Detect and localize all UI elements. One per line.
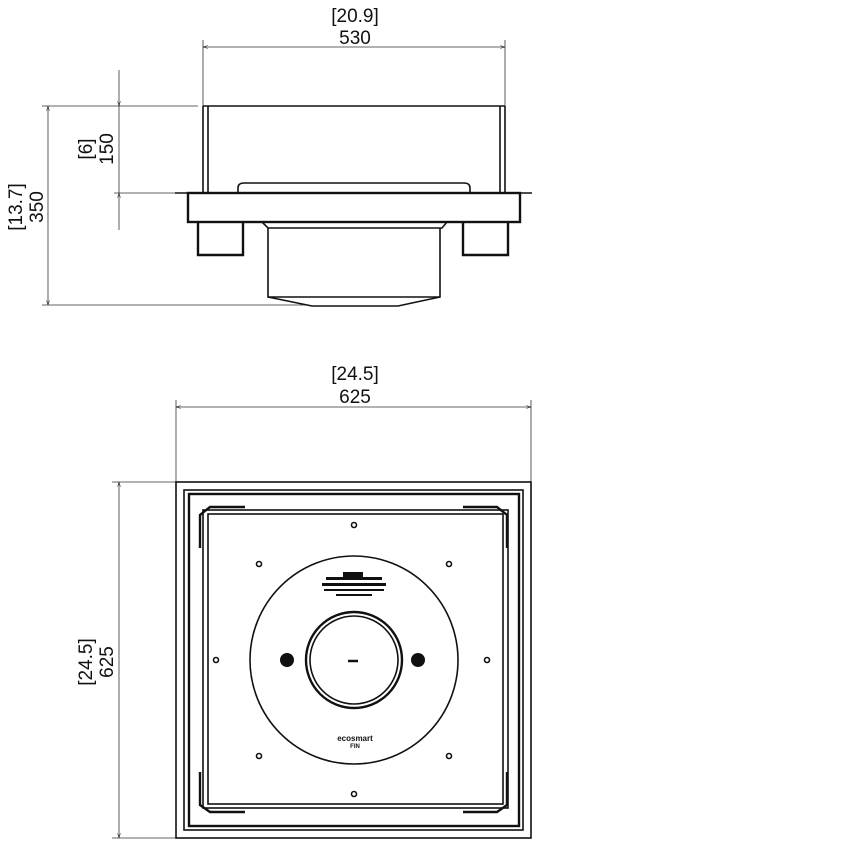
top-view: [24.5] 625 [24.5] 625 <box>76 364 532 839</box>
upper-height-inches-label: [6] <box>76 138 97 159</box>
depth-inches-label: [24.5] <box>76 638 97 686</box>
knob-right <box>411 653 425 667</box>
burner-plate <box>202 509 509 809</box>
burner-ring <box>249 555 459 765</box>
burner-lid <box>237 182 471 193</box>
top-width-inches-label: [24.5] <box>331 364 379 385</box>
height-inches-label: [13.7] <box>6 183 27 231</box>
brand-logo: ecosmart FIN <box>337 734 373 750</box>
top-width-mm-label: 625 <box>339 387 371 408</box>
warning-label-icon <box>322 572 386 596</box>
height-mm-label: 350 <box>27 191 48 223</box>
knob-left <box>280 653 294 667</box>
inner-frame <box>187 492 521 828</box>
burner-base <box>267 296 441 307</box>
left-leg <box>196 222 245 257</box>
outer-frame <box>175 481 532 839</box>
burner-body <box>267 228 441 298</box>
mounting-holes <box>212 521 491 798</box>
side-view: [20.9] 530 [13.7] 350 [6] 150 <box>6 6 532 307</box>
corner-brackets <box>198 505 509 814</box>
upper-height-mm-label: 150 <box>97 133 118 165</box>
top-plate <box>186 191 522 224</box>
burner-opening <box>304 610 404 710</box>
width-inches-label: [20.9] <box>331 6 379 27</box>
width-mm-label: 530 <box>339 28 371 49</box>
right-leg <box>461 222 510 257</box>
logo-brand: ecosmart <box>337 734 373 743</box>
burner-flange <box>261 221 448 229</box>
logo-model: FIN <box>350 744 360 750</box>
depth-mm-label: 625 <box>97 646 118 678</box>
